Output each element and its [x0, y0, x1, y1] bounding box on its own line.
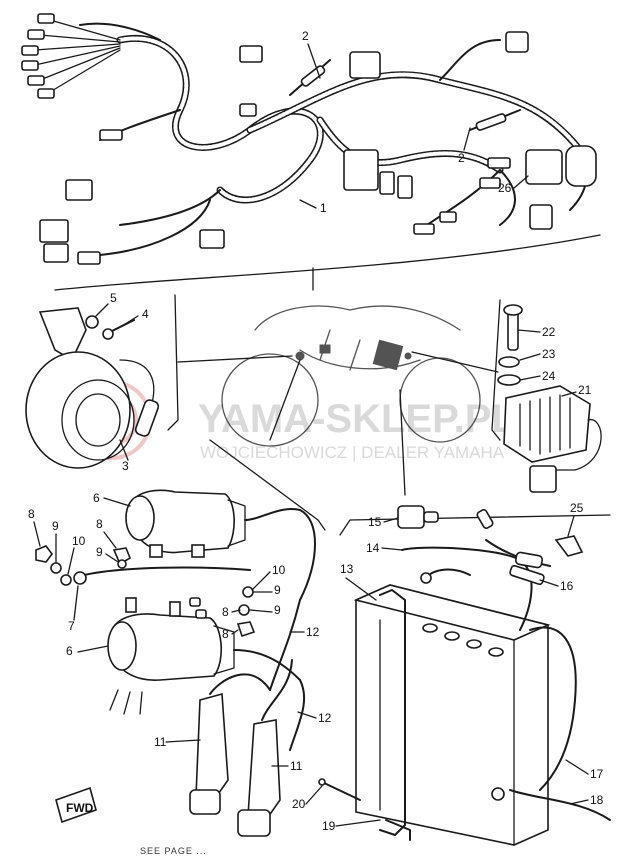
- battery-leader: [399, 389, 406, 496]
- horn-panel-border: [167, 294, 179, 431]
- upper-ignition-coil: [125, 489, 316, 691]
- battery-bolt: [318, 778, 361, 801]
- callout-9-mid: 9: [96, 545, 103, 559]
- callout-21: 21: [578, 383, 592, 397]
- callout-8-left: 8: [28, 507, 35, 521]
- callout-9-left: 9: [52, 519, 59, 533]
- callout-18: 18: [590, 793, 604, 807]
- coil-mounting-hardware: [35, 545, 256, 638]
- callout-6-lower: 6: [66, 644, 73, 658]
- spark-plug-caps: [189, 659, 293, 837]
- main-wiring-harness: [79, 22, 588, 256]
- callout-17: 17: [590, 767, 604, 781]
- callout-3: 3: [122, 459, 129, 473]
- lower-ignition-coil: [107, 597, 306, 751]
- callout-1: 1: [320, 201, 327, 215]
- watermark-subtitle: WOJCIECHOWICZ | DEALER YAMAHA: [200, 443, 505, 462]
- forward-direction-arrow: FWD: [55, 786, 97, 824]
- coil-panel-border: [209, 439, 326, 531]
- horn-leader: [177, 355, 293, 363]
- callout-6-upper: 6: [93, 491, 100, 505]
- harness-divider: [54, 234, 601, 291]
- callout-4: 4: [142, 307, 149, 321]
- callout-5: 5: [110, 291, 117, 305]
- coil-leader: [269, 359, 301, 441]
- callout-10-left: 10: [72, 534, 86, 548]
- callout-15: 15: [368, 515, 382, 529]
- callout-23: 23: [542, 347, 556, 361]
- callout-8-right-low: 8: [222, 627, 229, 641]
- callout-2-right: 2: [458, 151, 465, 165]
- callout-labels: 1 2 2 3 4 5 6 6 7 8 8 8 8 9 9 9 9 10 1: [28, 29, 604, 833]
- callout-9-right-low: 9: [274, 603, 281, 617]
- callout-9-right: 9: [274, 583, 281, 597]
- watermark-title: YAMA-SKLEP.PL: [198, 397, 516, 441]
- callout-26: 26: [498, 181, 512, 195]
- watermark: YAMA-SKLEP.PL WOJCIECHOWICZ | DEALER YAM…: [72, 380, 516, 462]
- footer-note: SEE PAGE ...: [140, 846, 207, 856]
- callout-7: 7: [68, 619, 75, 633]
- callout-13: 13: [340, 562, 354, 576]
- callout-11-left: 11: [154, 735, 167, 749]
- callout-12-lower: 12: [318, 711, 332, 725]
- callout-2-top: 2: [302, 29, 309, 43]
- callout-11-right: 11: [290, 759, 303, 773]
- forward-label: FWD: [66, 801, 94, 815]
- battery: [353, 584, 551, 846]
- callout-10-right: 10: [272, 563, 286, 577]
- callout-14: 14: [366, 541, 380, 555]
- left-connector-bundle: [21, 13, 263, 265]
- callout-25: 25: [570, 501, 584, 515]
- fuse-and-holder: [397, 505, 584, 586]
- battery-panel-border: [339, 514, 611, 536]
- callout-19: 19: [322, 819, 336, 833]
- motorcycle-silhouette: [221, 305, 481, 447]
- callout-20: 20: [292, 797, 306, 811]
- rectifier-panel-border: [491, 299, 501, 441]
- rectifier-assembly: [497, 304, 602, 493]
- callout-16: 16: [560, 579, 574, 593]
- callout-22: 22: [542, 325, 556, 339]
- callout-8-mid: 8: [96, 517, 103, 531]
- battery-band: [379, 589, 411, 841]
- callout-24: 24: [542, 369, 556, 383]
- callout-8-right: 8: [222, 605, 229, 619]
- callout-12-upper: 12: [306, 625, 320, 639]
- right-connector-bundle: [289, 31, 597, 235]
- horn-assembly: [25, 307, 160, 469]
- rectifier-leader: [411, 351, 499, 373]
